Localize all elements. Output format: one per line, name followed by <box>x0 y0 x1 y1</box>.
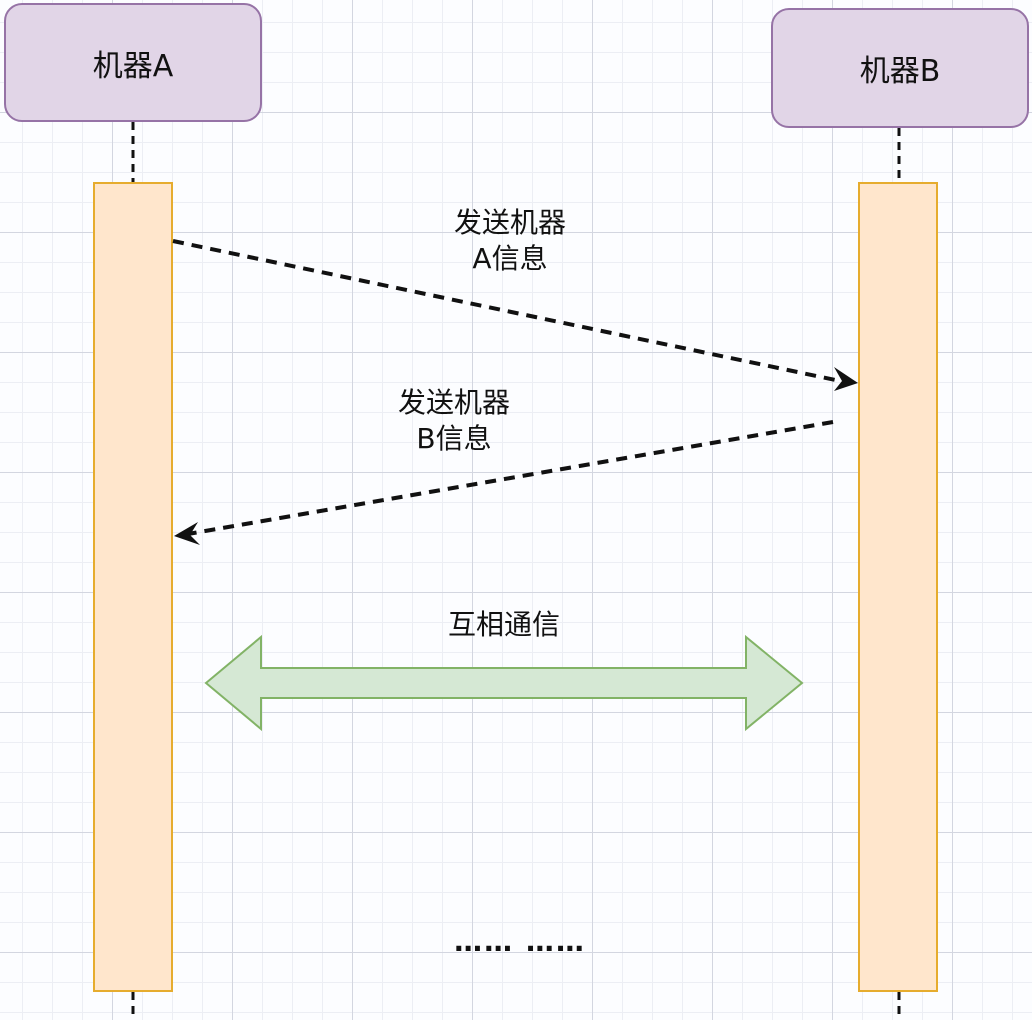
activation-bar-b[interactable] <box>858 182 938 992</box>
bidirectional-label: 互相通信 <box>447 608 560 641</box>
activation-bar-a[interactable] <box>93 182 173 992</box>
label-line: 发送机器 <box>453 206 566 239</box>
message-label-a: 发送机器 A信息 <box>420 205 600 277</box>
message-arrow-a-to-b[interactable] <box>172 239 846 384</box>
arrowhead-left-icon <box>174 522 200 545</box>
arrowhead-right-icon <box>834 367 858 391</box>
label-line: 发送机器 <box>397 386 510 419</box>
message-label-b: 发送机器 B信息 <box>364 385 544 457</box>
actor-label: 机器B <box>859 54 941 89</box>
label-line: A信息 <box>472 242 548 275</box>
actor-label: 机器A <box>92 48 174 84</box>
ellipsis-text: …… …… <box>454 925 586 958</box>
bidirectional-arrow[interactable] <box>204 634 804 732</box>
actor-machine-a[interactable]: 机器A <box>4 3 262 122</box>
message-arrow-b-to-a[interactable] <box>187 420 834 536</box>
actor-machine-b[interactable]: 机器B <box>771 8 1029 128</box>
label-line: B信息 <box>416 422 492 455</box>
